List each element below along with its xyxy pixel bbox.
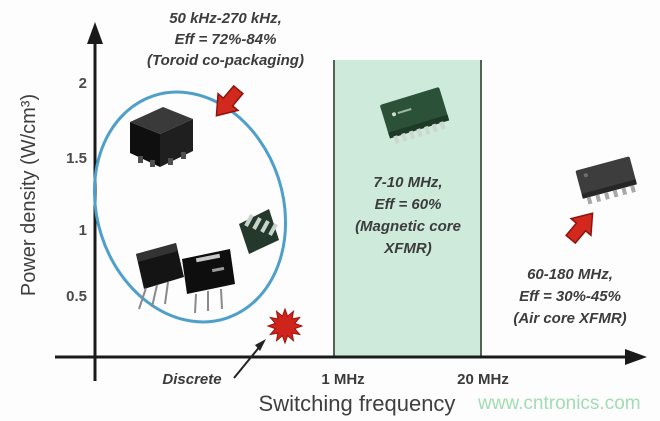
magnetic-core-annotation-line4: XFMR) bbox=[384, 240, 432, 257]
y-tick-2: 2 bbox=[78, 75, 87, 92]
y-tick-1-5: 1.5 bbox=[66, 150, 87, 167]
air-core-chip-icon bbox=[575, 156, 637, 205]
watermark: www.cntronics.com bbox=[478, 393, 641, 414]
red-arrow-down-icon bbox=[215, 84, 244, 117]
air-core-annotation-line2: Eff = 30%-45% bbox=[519, 288, 621, 305]
connector-module-icon bbox=[239, 209, 279, 254]
magnetic-core-annotation-line3: (Magnetic core bbox=[355, 218, 461, 235]
x-axis-arrow-icon bbox=[625, 349, 647, 365]
x-tick-1mhz: 1 MHz bbox=[321, 371, 365, 388]
x-axis-label: Switching frequency bbox=[258, 391, 456, 416]
discrete-cluster-ellipse bbox=[92, 90, 288, 324]
y-tick-0-5: 0.5 bbox=[66, 288, 87, 305]
discrete-pointer bbox=[233, 339, 266, 379]
y-tick-1: 1 bbox=[78, 222, 87, 239]
toroid-annotation-line2: Eff = 72%-84% bbox=[174, 31, 277, 48]
magnetic-core-annotation: 7-10 MHz, Eff = 60% (Magnetic core XFMR) bbox=[336, 172, 480, 260]
air-core-annotation-line3: (Air core XFMR) bbox=[513, 310, 627, 327]
sip-module-left-icon bbox=[136, 243, 184, 310]
air-core-annotation-line1: 60-180 MHz, bbox=[527, 266, 613, 283]
discrete-label: Discrete bbox=[162, 371, 222, 388]
toroid-annotation-line3: (Toroid co-packaging) bbox=[147, 52, 304, 69]
red-arrow-up-icon bbox=[565, 212, 594, 245]
y-axis-arrow-icon bbox=[87, 22, 103, 44]
magnetic-core-chip-icon bbox=[380, 87, 450, 145]
toroid-annotation-line1: 50 kHz-270 kHz, bbox=[169, 10, 282, 27]
air-core-annotation: 60-180 MHz, Eff = 30%-45% (Air core XFMR… bbox=[486, 264, 654, 330]
sip-module-mid-icon bbox=[182, 249, 235, 314]
x-tick-20mhz: 20 MHz bbox=[457, 371, 509, 388]
toroid-annotation: 50 kHz-270 kHz, Eff = 72%-84% (Toroid co… bbox=[128, 8, 323, 71]
transformer-module-icon bbox=[130, 107, 193, 167]
magnetic-core-annotation-line2: Eff = 60% bbox=[374, 196, 442, 213]
magnetic-core-annotation-line1: 7-10 MHz, bbox=[373, 174, 443, 191]
y-axis-label: Power density (W/cm³) bbox=[18, 93, 40, 297]
starburst-icon bbox=[266, 307, 304, 345]
